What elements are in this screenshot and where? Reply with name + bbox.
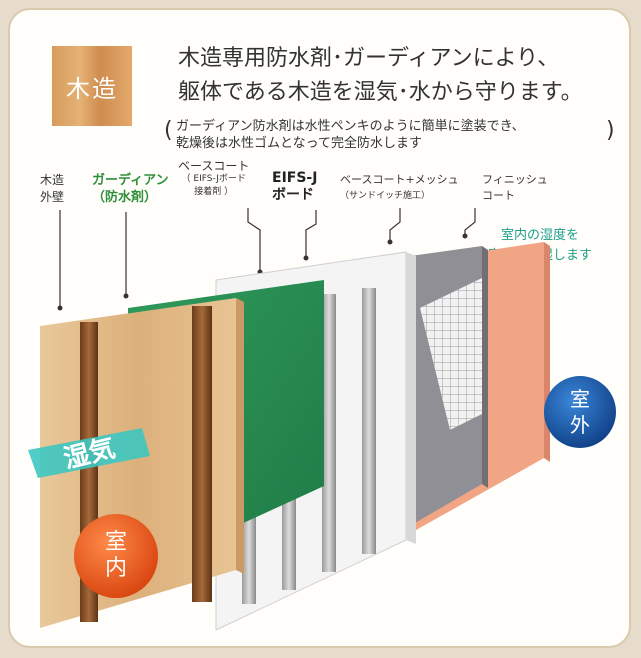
label-base-coat-line1: ベースコート: [178, 159, 250, 173]
note: ガーディアン防水剤は水性ペンキのように簡単に塗装でき、 乾燥後は水性ゴムとなって…: [176, 118, 525, 152]
diagram-frame: 木造 木造専用防水剤･ガーディアンにより、 躯体である木造を湿気･水から守ります…: [8, 8, 631, 648]
label-wood-wall: 木造 外壁: [40, 172, 64, 206]
label-base-mesh-line2: （サンドイッチ施工）: [340, 191, 431, 201]
label-eifs-board-line1: EIFS-J: [272, 170, 318, 186]
note-line2: 乾燥後は水性ゴムとなって完全防水します: [176, 136, 422, 151]
headline: 木造専用防水剤･ガーディアンにより、 躯体である木造を湿気･水から守ります。: [178, 42, 583, 110]
label-finish-line2: コート: [482, 189, 515, 202]
wet-banner: [28, 428, 150, 478]
leader-lines: [59, 208, 476, 308]
wood-badge: 木造: [52, 46, 132, 126]
indoor-ball: [74, 514, 158, 598]
wood-badge-label: 木造: [66, 74, 118, 103]
outdoor-label-line2: 外: [570, 413, 590, 437]
label-guardian: ガーディアン （防水剤）: [92, 172, 169, 206]
layer-diagram: 湿気: [28, 208, 616, 631]
label-finish-line1: フィニッシュ: [482, 173, 548, 186]
wood-post-right: [192, 306, 212, 602]
label-guardian-line1: ガーディアン: [92, 173, 169, 188]
headline-line1: 木造専用防水剤･ガーディアンにより、: [178, 46, 560, 71]
label-guardian-line2: （防水剤）: [92, 190, 158, 205]
headline-line2: 躯体である木造を湿気･水から守ります。: [178, 80, 583, 105]
label-wood-wall-line1: 木造: [40, 173, 65, 187]
indoor-label: 室 内: [92, 530, 140, 582]
outdoor-label: 室 外: [558, 386, 602, 438]
label-base-coat-line2: （ EIFS-Jボード: [181, 174, 246, 184]
outdoor-label-line1: 室: [570, 387, 590, 411]
label-base-mesh: ベースコート+メッシュ （サンドイッチ施工）: [340, 172, 459, 204]
note-line1: ガーディアン防水剤は水性ペンキのように簡単に塗装でき、: [176, 119, 525, 134]
note-paren-right: ): [606, 118, 615, 143]
label-wood-wall-line2: 外壁: [40, 190, 65, 204]
label-eifs-board: EIFS-J ボード: [272, 170, 317, 204]
moisture-note-line1: 室内の湿度を: [501, 228, 580, 243]
label-base-coat: ベースコート （ EIFS-Jボード 接着剤 ）: [178, 160, 249, 199]
label-eifs-board-line2: ボード: [272, 187, 314, 203]
indoor-label-line2: 内: [104, 556, 127, 581]
label-base-coat-line3: 接着剤 ）: [194, 187, 234, 197]
indoor-label-line1: 室: [104, 530, 127, 555]
label-finish: フィニッシュ コート: [482, 172, 548, 204]
label-base-mesh-line1: ベースコート+メッシュ: [340, 173, 459, 186]
note-paren-left: (: [164, 118, 173, 143]
outdoor-ball: [544, 376, 616, 448]
